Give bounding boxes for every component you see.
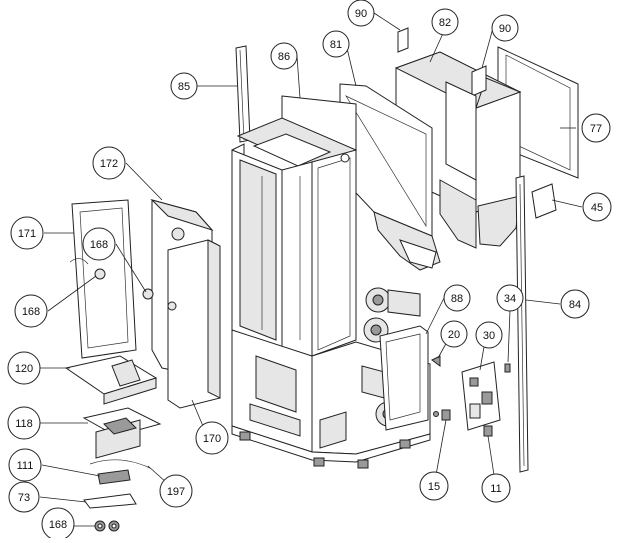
callout-label: 197: [167, 486, 185, 498]
callout-90-right: 90: [491, 14, 519, 42]
callout-118: 118: [7, 406, 41, 440]
part-170-front-door: [167, 239, 221, 409]
callout-label: 77: [590, 123, 602, 135]
part-111: [97, 469, 131, 485]
part-85-rear-post: [235, 45, 251, 143]
part-20: [431, 355, 441, 367]
callout-label: 111: [17, 460, 34, 472]
callout-label: 168: [22, 306, 40, 318]
callout-168-upper: 168: [82, 227, 116, 261]
part-120-drip-tray: [64, 355, 158, 405]
callout-82: 82: [431, 8, 459, 36]
part-171-door-frame: [69, 199, 137, 359]
callout-171: 171: [10, 216, 44, 250]
callout-label: 15: [428, 481, 440, 493]
callout-label: 11: [490, 483, 501, 495]
callout-label: 81: [330, 39, 342, 51]
callout-label: 30: [483, 330, 495, 342]
callout-15: 15: [419, 471, 449, 501]
callout-label: 86: [278, 51, 290, 63]
callout-label: 171: [18, 228, 36, 240]
part-197-gasket: [89, 459, 151, 469]
callouts: 90 82 90 81 86 85 77 172 45 171 168 168 …: [7, 0, 612, 541]
callout-label: 88: [451, 293, 463, 305]
callout-86: 86: [270, 42, 298, 70]
callout-label: 34: [504, 293, 516, 305]
callout-label: 20: [448, 329, 460, 341]
part-11: [483, 425, 493, 437]
part-118-dispenser-head: [82, 407, 162, 459]
callout-label: 168: [90, 239, 108, 251]
callout-73: 73: [8, 481, 40, 513]
callout-30: 30: [475, 321, 503, 349]
callout-172: 172: [92, 146, 126, 180]
callout-label: 90: [355, 8, 367, 20]
part-15: [441, 409, 451, 421]
part-81-side-panel: [339, 83, 441, 271]
callout-label: 90: [499, 23, 511, 35]
callout-81: 81: [322, 30, 350, 58]
callout-168-left: 168: [14, 294, 48, 328]
callout-label: 45: [591, 202, 603, 214]
callout-85: 85: [170, 72, 198, 100]
callout-197: 197: [159, 474, 193, 508]
callout-label: 84: [569, 299, 581, 311]
callout-168-bottom: 168: [41, 507, 75, 541]
callout-label: 85: [178, 81, 190, 93]
callout-88: 88: [443, 284, 471, 312]
callout-84: 84: [560, 289, 590, 319]
callout-label: 73: [18, 492, 30, 504]
callout-34: 34: [496, 284, 524, 312]
part-88-control-bracket: [379, 325, 429, 431]
callout-label: 82: [439, 17, 451, 29]
part-90-bracket: [397, 27, 409, 53]
part-45-plate: [531, 183, 557, 219]
callout-label: 170: [203, 433, 221, 445]
callout-label: 168: [49, 519, 67, 531]
part-73-lever: [83, 493, 137, 509]
callout-20: 20: [440, 320, 468, 348]
callout-120: 120: [7, 351, 41, 385]
callout-170: 170: [195, 421, 229, 455]
callout-90-top: 90: [347, 0, 375, 27]
part-34: [504, 363, 511, 373]
callout-111: 111: [8, 448, 42, 482]
part-84-side-strip: [515, 175, 529, 473]
callout-77: 77: [581, 113, 611, 143]
hopper-funnels: [439, 179, 521, 249]
part-82-upper-housing: [394, 51, 522, 213]
callout-11: 11: [481, 473, 511, 503]
callout-label: 118: [15, 418, 33, 430]
callout-45: 45: [582, 192, 612, 222]
callout-label: 120: [15, 363, 33, 375]
bottom-small-parts: [83, 459, 151, 532]
callout-label: 172: [100, 158, 118, 170]
part-30-circuit-board: [461, 361, 501, 431]
